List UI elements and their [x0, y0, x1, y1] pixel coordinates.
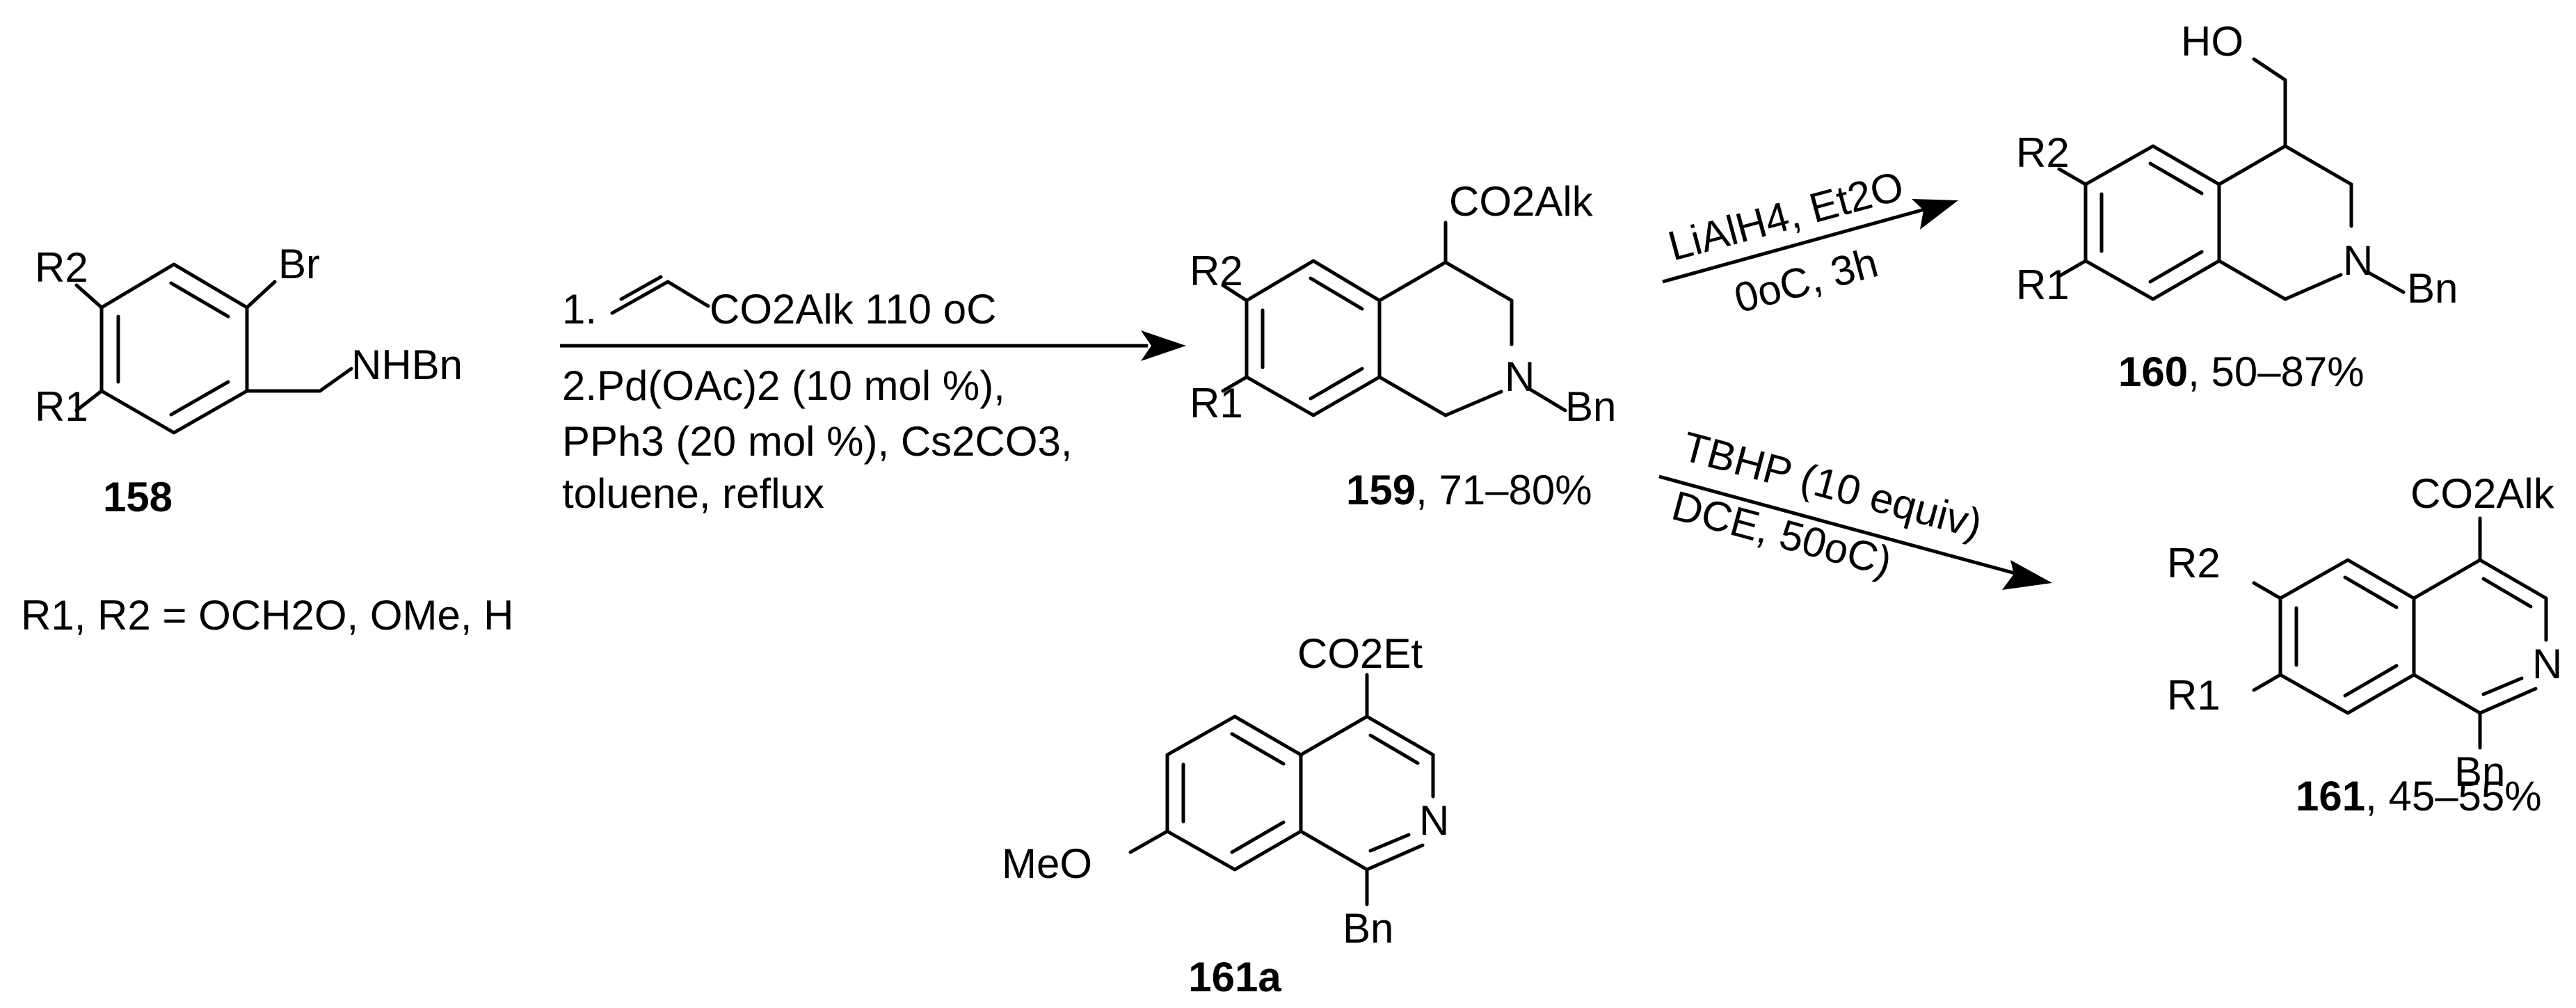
c160-n-label: N	[2343, 237, 2373, 284]
c158-br-label: Br	[278, 241, 320, 287]
c161a-id: 161a	[1188, 954, 1281, 1000]
arrow-step1	[560, 330, 1186, 361]
c159-yield: , 71–80%	[1416, 467, 1592, 513]
c161-bn-label: Bn	[2454, 749, 2505, 795]
c161-r2-label: R2	[2167, 540, 2221, 586]
c159-n-label: N	[1505, 353, 1535, 400]
c158-id: 158	[103, 474, 173, 520]
c160-bn-label: Bn	[2407, 265, 2458, 312]
c161-id: 161	[2296, 773, 2365, 819]
compound-160-structure	[2057, 57, 2406, 301]
step1-line1-suffix: CO2Alk 110 oC	[710, 286, 996, 333]
c161a-bn-label: Bn	[1343, 905, 1393, 952]
compound-161a-structure	[1128, 673, 1435, 906]
step1-line3: PPh3 (20 mol %), Cs2CO3,	[562, 418, 1073, 465]
c159-bn-label: Bn	[1565, 383, 1616, 430]
step1-line4: toluene, reflux	[562, 470, 824, 517]
c160-ho-label: HO	[2181, 18, 2243, 65]
c159-r2-label: R2	[1190, 248, 1243, 294]
c159-caption: 159, 71–80%	[1346, 467, 1592, 513]
c161-co2alk-label: CO2Alk	[2410, 470, 2555, 517]
c160-yield: , 50–87%	[2188, 349, 2365, 395]
c159-co2alk-label: CO2Alk	[1449, 178, 1594, 225]
c161-yield: , 45–55%	[2365, 773, 2542, 819]
c161-r1-label: R1	[2167, 672, 2221, 719]
c158-r1-label: R1	[35, 383, 88, 430]
c160-r1-label: R1	[2016, 262, 2070, 308]
step1-line1-prefix: 1.	[562, 286, 597, 333]
compound-159-structure	[1221, 221, 1567, 417]
c158-r2-label: R2	[35, 244, 88, 291]
acrylate-drawing	[610, 275, 710, 315]
c160-r2-label: R2	[2016, 129, 2070, 176]
arrow-step2	[1662, 199, 1958, 284]
c161-n-label: N	[2532, 641, 2562, 687]
compound-161-structure	[2252, 516, 2548, 750]
step1-line2: 2.Pd(OAc)2 (10 mol %),	[562, 362, 1005, 409]
c159-r1-label: R1	[1190, 380, 1243, 426]
c158-nhbn-label: NHBn	[351, 342, 463, 388]
c158-r-definition: R1, R2 = OCH2O, OMe, H	[21, 592, 514, 639]
c161-caption: 161, 45–55%	[2296, 773, 2542, 819]
c159-id: 159	[1346, 467, 1416, 513]
c161a-co2et-label: CO2Et	[1297, 630, 1423, 677]
arrow-step3	[1658, 474, 2052, 590]
c161a-meo-label: MeO	[1002, 840, 1092, 887]
c160-id: 160	[2118, 349, 2188, 395]
c160-caption: 160, 50–87%	[2118, 349, 2365, 395]
c161a-n-label: N	[1419, 797, 1449, 844]
compound-158-structure	[74, 262, 353, 435]
step2-conditions: 0oC, 3h	[1729, 239, 1882, 321]
